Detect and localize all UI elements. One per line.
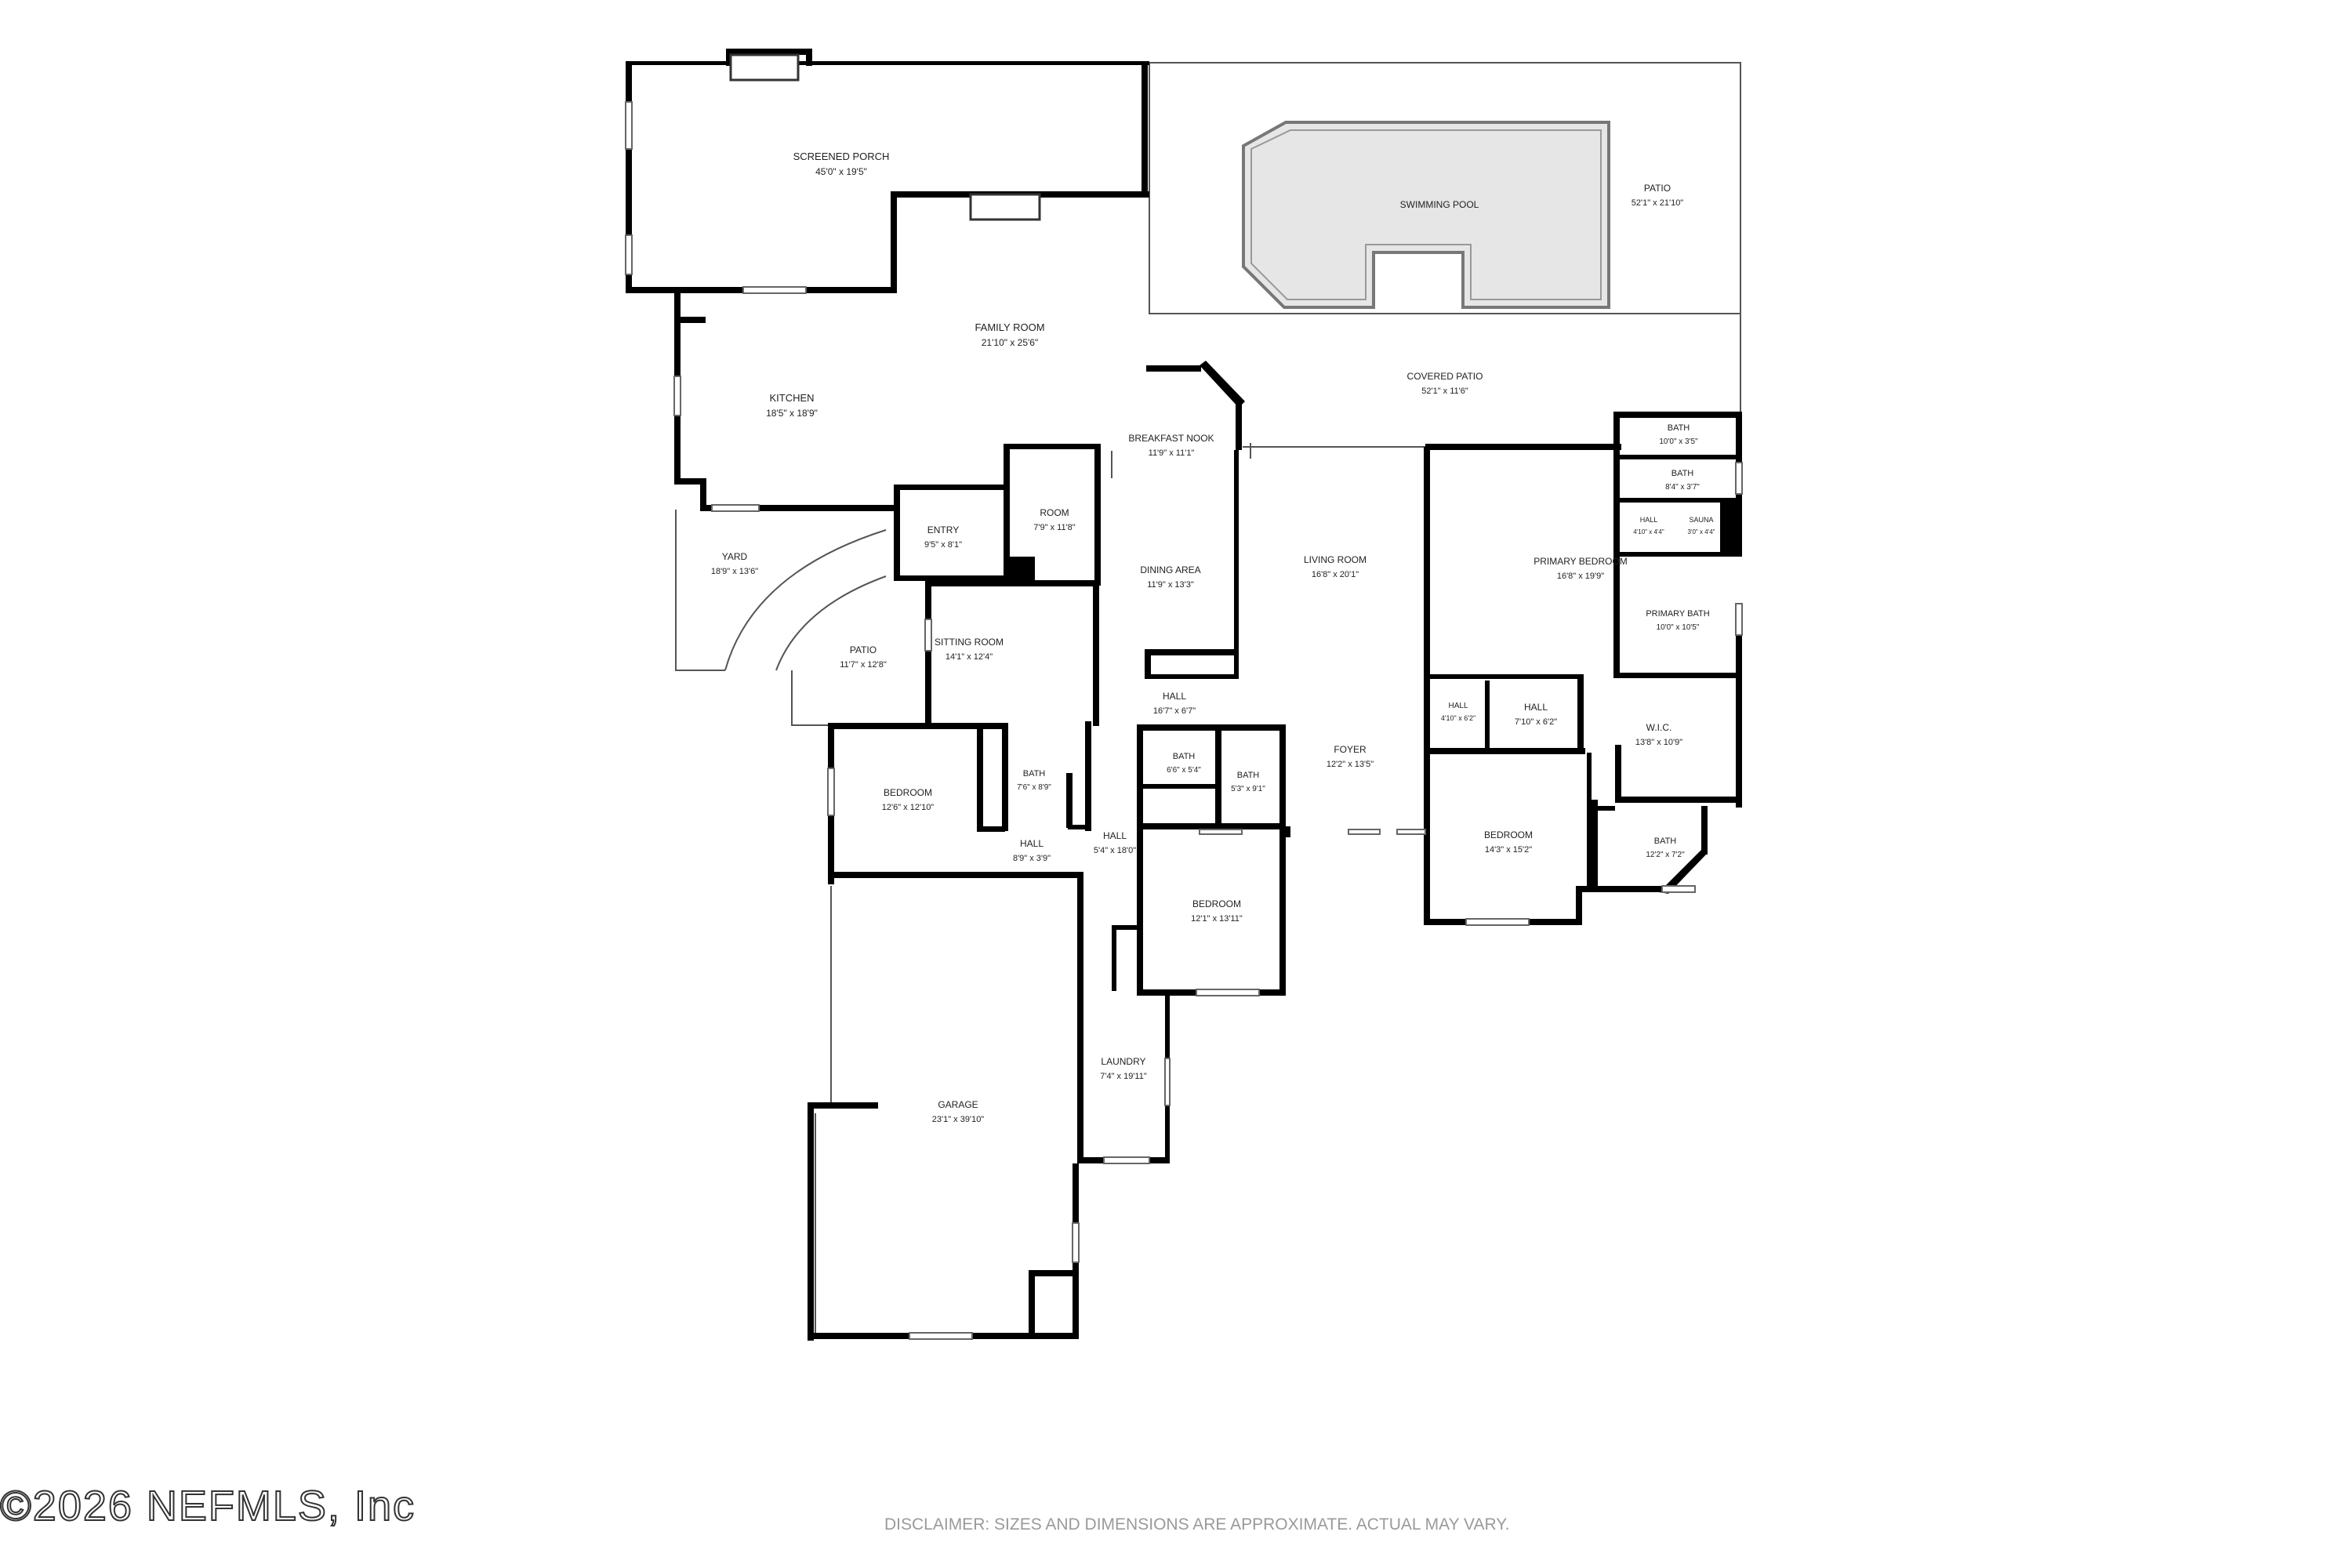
room-name-patio: PATIO bbox=[850, 644, 877, 655]
room-name-yard: YARD bbox=[722, 551, 748, 562]
room-size-patio: 11'7" x 12'8" bbox=[840, 660, 887, 670]
room-size-hall: 7'10" x 6'2" bbox=[1515, 717, 1557, 727]
room-size-family-room: 21'10" x 25'6" bbox=[982, 337, 1039, 348]
room-name-hall: HALL bbox=[1163, 691, 1186, 702]
room-size-w-i-c: 13'8" x 10'9" bbox=[1635, 738, 1682, 747]
room-size-bedroom: 12'6" x 12'10" bbox=[882, 803, 935, 812]
room-size-room: 7'9" x 11'8" bbox=[1033, 523, 1075, 532]
room-name-room: ROOM bbox=[1040, 507, 1069, 518]
room-name-bath: BATH bbox=[1237, 771, 1260, 780]
room-name-hall: HALL bbox=[1103, 830, 1127, 841]
room-size-sitting-room: 14'1" x 12'4" bbox=[946, 652, 993, 662]
room-name-kitchen: KITCHEN bbox=[769, 392, 814, 404]
room-name-hall: HALL bbox=[1640, 516, 1658, 524]
room-size-kitchen: 18'5" x 18'9" bbox=[766, 408, 818, 419]
room-name-hall: HALL bbox=[1020, 838, 1044, 849]
room-name-foyer: FOYER bbox=[1334, 744, 1367, 755]
room-size-entry: 9'5" x 8'1" bbox=[924, 540, 962, 550]
room-size-primary-bath: 10'0" x 10'5" bbox=[1657, 623, 1700, 632]
room-size-primary-bedroom: 16'8" x 19'9" bbox=[1557, 572, 1604, 581]
room-name-laundry: LAUNDRY bbox=[1101, 1056, 1145, 1067]
room-size-bath: 12'2" x 7'2" bbox=[1646, 851, 1685, 859]
room-name-primary-bedroom: PRIMARY BEDROOM bbox=[1534, 556, 1628, 567]
room-name-patio: PATIO bbox=[1644, 183, 1671, 194]
room-name-screened-porch: SCREENED PORCH bbox=[793, 151, 890, 162]
room-size-garage: 23'1" x 39'10" bbox=[932, 1115, 985, 1124]
room-size-hall: 16'7" x 6'7" bbox=[1153, 706, 1196, 716]
room-size-sauna: 3'0" x 4'4" bbox=[1688, 528, 1715, 535]
room-size-hall: 8'9" x 3'9" bbox=[1013, 854, 1051, 863]
room-name-bath: BATH bbox=[1023, 769, 1046, 779]
room-name-covered-patio: COVERED PATIO bbox=[1407, 371, 1483, 382]
room-name-dining-area: DINING AREA bbox=[1140, 564, 1200, 575]
room-name-bath: BATH bbox=[1173, 752, 1196, 761]
room-name-bath: BATH bbox=[1654, 837, 1677, 846]
disclaimer: DISCLAIMER: SIZES AND DIMENSIONS ARE APP… bbox=[884, 1515, 1510, 1534]
room-size-patio: 52'1" x 21'10" bbox=[1632, 198, 1684, 208]
room-size-screened-porch: 45'0" x 19'5" bbox=[815, 166, 867, 177]
room-name-family-room: FAMILY ROOM bbox=[975, 321, 1044, 333]
room-name-sitting-room: SITTING ROOM bbox=[935, 637, 1004, 648]
room-size-hall: 4'10" x 4'4" bbox=[1633, 528, 1664, 535]
room-size-dining-area: 11'9" x 13'3" bbox=[1147, 580, 1194, 590]
room-name-bath: BATH bbox=[1671, 469, 1694, 478]
room-size-bath: 8'4" x 3'7" bbox=[1665, 483, 1700, 492]
room-size-covered-patio: 52'1" x 11'6" bbox=[1421, 387, 1468, 396]
room-name-entry: ENTRY bbox=[927, 524, 959, 535]
room-name-bedroom: BEDROOM bbox=[884, 787, 932, 798]
room-size-yard: 18'9" x 13'6" bbox=[711, 567, 758, 576]
room-name-swimming-pool: SWIMMING POOL bbox=[1400, 199, 1479, 210]
room-size-laundry: 7'4" x 19'11" bbox=[1100, 1072, 1147, 1081]
room-name-bedroom: BEDROOM bbox=[1484, 829, 1533, 840]
room-labels: SCREENED PORCH 45'0" x 19'5" SWIMMING POOL… bbox=[711, 151, 1715, 1124]
room-name-living-room: LIVING ROOM bbox=[1304, 554, 1367, 565]
room-name-hall: HALL bbox=[1448, 702, 1468, 710]
room-size-living-room: 16'8" x 20'1" bbox=[1312, 570, 1359, 579]
windows bbox=[625, 101, 1743, 1340]
room-name-breakfast-nook: BREAKFAST NOOK bbox=[1128, 433, 1214, 444]
room-name-hall: HALL bbox=[1524, 702, 1548, 713]
watermark: ©2026 NEFMLS, Inc bbox=[0, 1482, 416, 1530]
room-size-bedroom: 12'1" x 13'11" bbox=[1191, 914, 1243, 924]
room-size-breakfast-nook: 11'9" x 11'1" bbox=[1149, 448, 1195, 458]
room-name-w-i-c: W.I.C. bbox=[1646, 722, 1672, 733]
room-size-foyer: 12'2" x 13'5" bbox=[1327, 760, 1374, 769]
room-size-bath: 5'3" x 9'1" bbox=[1231, 785, 1265, 793]
room-name-bedroom: BEDROOM bbox=[1192, 898, 1241, 909]
room-name-sauna: SAUNA bbox=[1689, 516, 1713, 524]
room-size-bath: 7'6" x 8'9" bbox=[1017, 783, 1051, 792]
room-size-bath: 10'0" x 3'5" bbox=[1659, 437, 1698, 446]
thin-outlines bbox=[675, 62, 1741, 1333]
room-size-bedroom: 14'3" x 15'2" bbox=[1485, 845, 1532, 855]
room-name-bath: BATH bbox=[1668, 423, 1690, 433]
room-size-hall: 4'10" x 6'2" bbox=[1441, 714, 1475, 722]
room-size-hall: 5'4" x 18'0" bbox=[1094, 846, 1136, 855]
room-name-primary-bath: PRIMARY BATH bbox=[1646, 609, 1709, 619]
room-size-bath: 6'6" x 5'4" bbox=[1167, 766, 1201, 775]
fireplaces bbox=[729, 53, 1041, 221]
room-name-garage: GARAGE bbox=[938, 1099, 978, 1110]
swimming-pool-shape bbox=[1242, 121, 1610, 309]
